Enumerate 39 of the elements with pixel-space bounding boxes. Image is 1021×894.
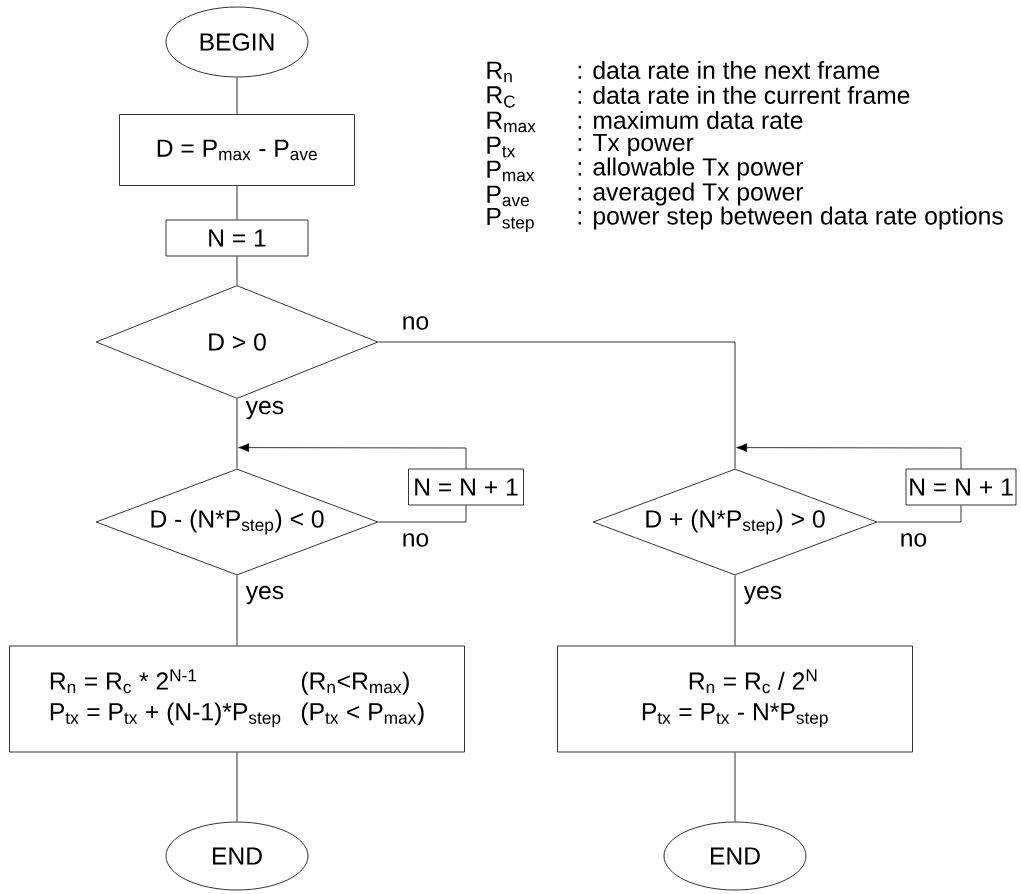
edge-label: yes (742, 584, 784, 606)
connector-line (378, 341, 736, 469)
connector-line (734, 575, 736, 646)
connector-line (877, 505, 962, 523)
symbol-label: R$_{C}$ (487, 86, 516, 108)
symbol-label: R$_{max}$ (487, 111, 536, 133)
definition-text: : Tx power (578, 133, 694, 157)
edge-label: yes (244, 584, 286, 606)
symbol-label: R$_{n}$ (487, 61, 512, 83)
symbol-label: P$_{step}$ (487, 208, 534, 232)
connector-line (734, 752, 736, 822)
definition-text: : averaged Tx power (578, 182, 804, 206)
edge-label: no (898, 531, 929, 549)
process-box: D = P$_{max}$ - P$_{ave}$ (119, 114, 355, 186)
process-box: N = N + 1 (408, 468, 524, 506)
connector-line (236, 185, 238, 220)
process-box: R$_{n}$ = R$_{c}$ / 2$^{N}$ P$_{tx}$ = P$_{tx}$ - N*P$_{step}$ (557, 645, 913, 753)
symbol-label: P$_{ave}$ (487, 185, 529, 207)
process-box: N = N + 1 (905, 468, 1017, 506)
connector-line (236, 256, 238, 286)
arrow (736, 443, 962, 469)
definition-text: : data rate in the current frame (578, 85, 910, 105)
definition-text: : allowable Tx power (578, 157, 804, 181)
definition-text: : maximum data rate (578, 110, 803, 130)
connector-line (236, 575, 238, 646)
edge-label: yes (244, 399, 286, 421)
definition-text: : power step between data rate options (578, 206, 1003, 230)
edge-label: no (400, 314, 431, 332)
edge-label: no (400, 531, 431, 549)
connector-line (236, 752, 238, 822)
connector-line (236, 398, 238, 469)
process-box: R$_{n}$ = R$_{c}$ * 2$^{N-1}$ (R$_{n}$<R$_{max}$) P$_{tx}$ = P$_{tx}$ + (N-1)*P$_{step}$ (P$_{tx}$ < P$_{max}$) (9, 645, 465, 753)
definition-text: : data rate in the next frame (578, 60, 880, 80)
symbol-label: P$_{tx}$ (487, 136, 516, 158)
symbol-label: P$_{max}$ (487, 160, 535, 182)
connector-line (378, 505, 467, 523)
process-box: N = 1 (165, 219, 309, 257)
connector-line (236, 77, 238, 115)
arrow (238, 443, 467, 469)
